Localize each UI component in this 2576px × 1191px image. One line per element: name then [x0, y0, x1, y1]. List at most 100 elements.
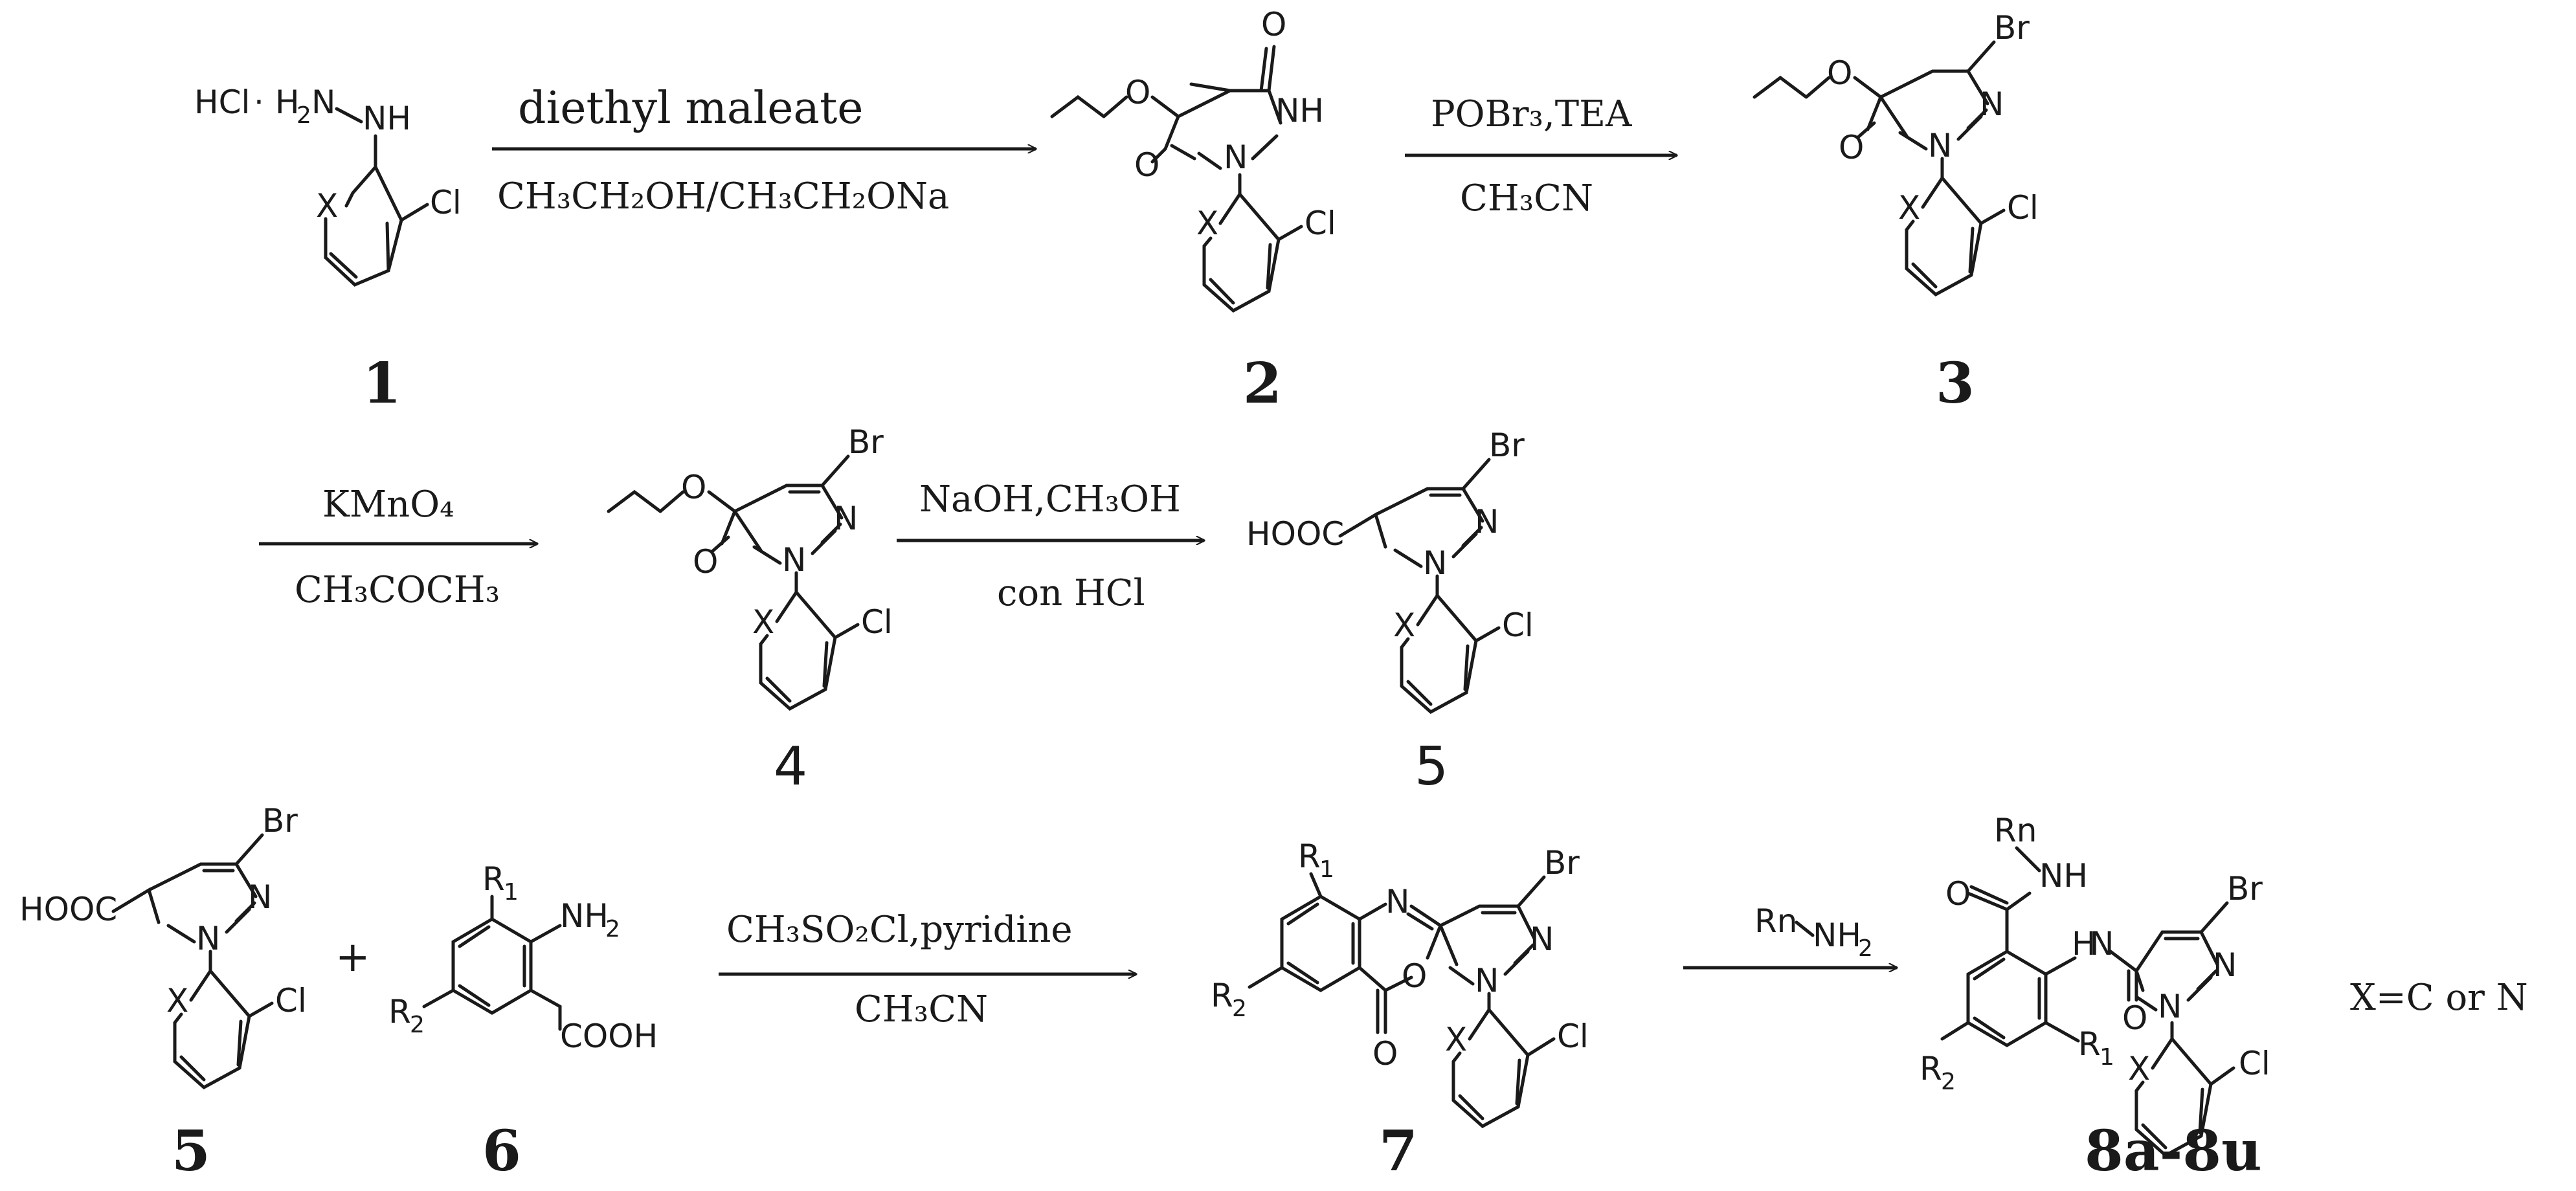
atom-n-pz-8: N — [2158, 988, 2182, 1025]
label-compound-2: 2 — [1243, 351, 1282, 416]
atom-r-sub-6: 1 — [504, 879, 519, 906]
atom-br-4: Br — [848, 423, 884, 461]
atom-n-2: N — [1224, 139, 1248, 176]
atom-r1-8: R — [2078, 1025, 2101, 1063]
atom-o-ester-4: O — [681, 469, 706, 506]
atom-cl-5b: Cl — [275, 982, 307, 1019]
reaction-arrow-1: diethyl maleate CH₃CH₂OH/CH₃CH₂ONa — [492, 83, 1036, 217]
atom-n-top-4: N — [834, 500, 858, 537]
atom-o-ketone-2: O — [1261, 6, 1286, 43]
atom-x-8: X — [2128, 1050, 2150, 1087]
atom-br-7: Br — [1544, 844, 1580, 882]
atom-o-ester-3: O — [1827, 54, 1852, 92]
atom-o-carbonyl-7: O — [1372, 1035, 1398, 1073]
atom-r2-7: R — [1211, 977, 1233, 1014]
compound-3-structure: O O Br N N X Cl — [1753, 9, 2039, 297]
condition-2-top: POBr₃,TEA — [1431, 93, 1632, 135]
atom-x: X — [316, 187, 338, 225]
atom-n-5b: N — [196, 920, 220, 957]
atom-cl-2: Cl — [1305, 205, 1336, 242]
label-compound-4: 4 — [774, 736, 807, 797]
atom-n-top-7: N — [1530, 920, 1554, 958]
atom-o-amide2-8: O — [2122, 999, 2147, 1037]
atom-n-8: N — [2090, 925, 2114, 963]
atom-r2-sub-6: 2 — [410, 1012, 425, 1038]
atom-n: N — [311, 83, 335, 121]
condition-3-bottom: CH₃COCH₃ — [295, 569, 500, 611]
atom-n-3: N — [1928, 127, 1952, 164]
atom-n-top-8: N — [2213, 946, 2237, 984]
atom-o-ring-7: O — [1402, 957, 1427, 995]
reaction-arrow-3: KMnO₄ CH₃COCH₃ — [259, 484, 537, 611]
atom-h-8: H — [2072, 925, 2096, 963]
plus-sign: + — [335, 933, 370, 981]
reagent-nh2-sub: 2 — [1858, 935, 1873, 962]
atom-br-8: Br — [2227, 870, 2263, 907]
label-compound-8: 8a-8u — [2085, 1119, 2262, 1184]
atom-x-3: X — [1898, 189, 1920, 227]
condition-2-bottom: CH₃CN — [1460, 177, 1593, 219]
condition-4-top: NaOH,CH₃OH — [919, 478, 1181, 520]
atom-o-carbonyl-2: O — [1134, 146, 1159, 184]
atom-nh2-6: NH — [560, 897, 609, 935]
atom-r1-7: R — [1298, 838, 1321, 875]
atom-nh2-sub-6: 2 — [605, 916, 620, 942]
atom-cl-4: Cl — [861, 603, 893, 641]
condition-1-bottom: CH₃CH₂OH/CH₃CH₂ONa — [497, 175, 949, 217]
atom-nh-amide-8: NH — [2039, 857, 2088, 895]
label-compound-6: 6 — [482, 1119, 521, 1184]
atom-n-4: N — [782, 541, 806, 579]
label-compound-5b: 5 — [172, 1119, 210, 1184]
compound-5-structure: HOOC Br N N X Cl — [1246, 427, 1534, 715]
compound-2-structure: O O O NH N X Cl — [1050, 6, 1336, 313]
compound-1-structure: HCl · H 2 N NH X Cl — [194, 83, 462, 287]
atom-h: H — [275, 83, 300, 121]
atom-dot: · — [254, 83, 264, 121]
label-compound-5: 5 — [1415, 736, 1448, 797]
reaction-arrow-6: Rn NH 2 — [1683, 902, 1897, 968]
atom-br-5: Br — [1489, 427, 1525, 464]
atom-sub-2: 2 — [297, 102, 311, 129]
compound-6-structure: R 1 NH 2 COOH R 2 — [388, 860, 658, 1055]
atom-n-top-3: N — [1980, 85, 2004, 123]
compound-8-structure: Rn NH O H N O R 1 R 2 Br N N X Cl — [1920, 812, 2270, 1158]
atom-hcl: HCl — [194, 83, 250, 121]
condition-5-bottom: CH₃CN — [855, 988, 988, 1030]
atom-r2-6: R — [388, 993, 411, 1030]
atom-cl-3: Cl — [2007, 189, 2039, 227]
atom-cl: Cl — [430, 184, 462, 221]
atom-nh: NH — [363, 100, 411, 137]
compound-5b-structure: HOOC Br N N X Cl — [19, 802, 307, 1090]
atom-cl-5: Cl — [1502, 607, 1534, 644]
condition-1-top: diethyl maleate — [518, 83, 864, 134]
reagent-nh2: NH — [1813, 917, 1861, 954]
atom-n-top-5: N — [1475, 503, 1499, 540]
reaction-arrow-4: NaOH,CH₃OH con HCl — [897, 478, 1204, 614]
atom-br-3: Br — [1994, 9, 2030, 47]
atom-n-5: N — [1423, 544, 1447, 582]
atom-o-ester-2: O — [1125, 74, 1150, 111]
reaction-arrow-5: CH₃SO₂Cl,pyridine CH₃CN — [719, 909, 1136, 1030]
condition-3-top: KMnO₄ — [322, 484, 454, 526]
compound-4-structure: O O Br N N X Cl — [607, 423, 893, 711]
atom-o-amide-8: O — [1945, 875, 1971, 913]
atom-hooc-5: HOOC — [1246, 515, 1344, 553]
atom-cl-8: Cl — [2239, 1045, 2270, 1082]
atom-r-6: R — [482, 860, 505, 898]
label-compound-3: 3 — [1936, 351, 1975, 416]
atom-n-ring-7: N — [1385, 883, 1409, 920]
atom-r2-sub-7: 2 — [1232, 996, 1247, 1022]
atom-o-carbonyl-4: O — [693, 543, 718, 581]
reaction-arrow-2: POBr₃,TEA CH₃CN — [1405, 93, 1677, 219]
condition-5-top: CH₃SO₂Cl,pyridine — [726, 909, 1073, 951]
label-compound-1: 1 — [363, 351, 401, 416]
atom-r2-sub-8: 2 — [1941, 1069, 1956, 1095]
atom-cl-7: Cl — [1557, 1018, 1589, 1055]
atom-x-5: X — [1393, 607, 1415, 644]
atom-r1-sub-7: 1 — [1319, 856, 1334, 883]
atom-rn-8: Rn — [1994, 812, 2037, 849]
atom-br-5b: Br — [262, 802, 298, 840]
note-x-definition: X=C or N — [2350, 977, 2528, 1019]
atom-o-carbonyl-3: O — [1839, 129, 1864, 166]
